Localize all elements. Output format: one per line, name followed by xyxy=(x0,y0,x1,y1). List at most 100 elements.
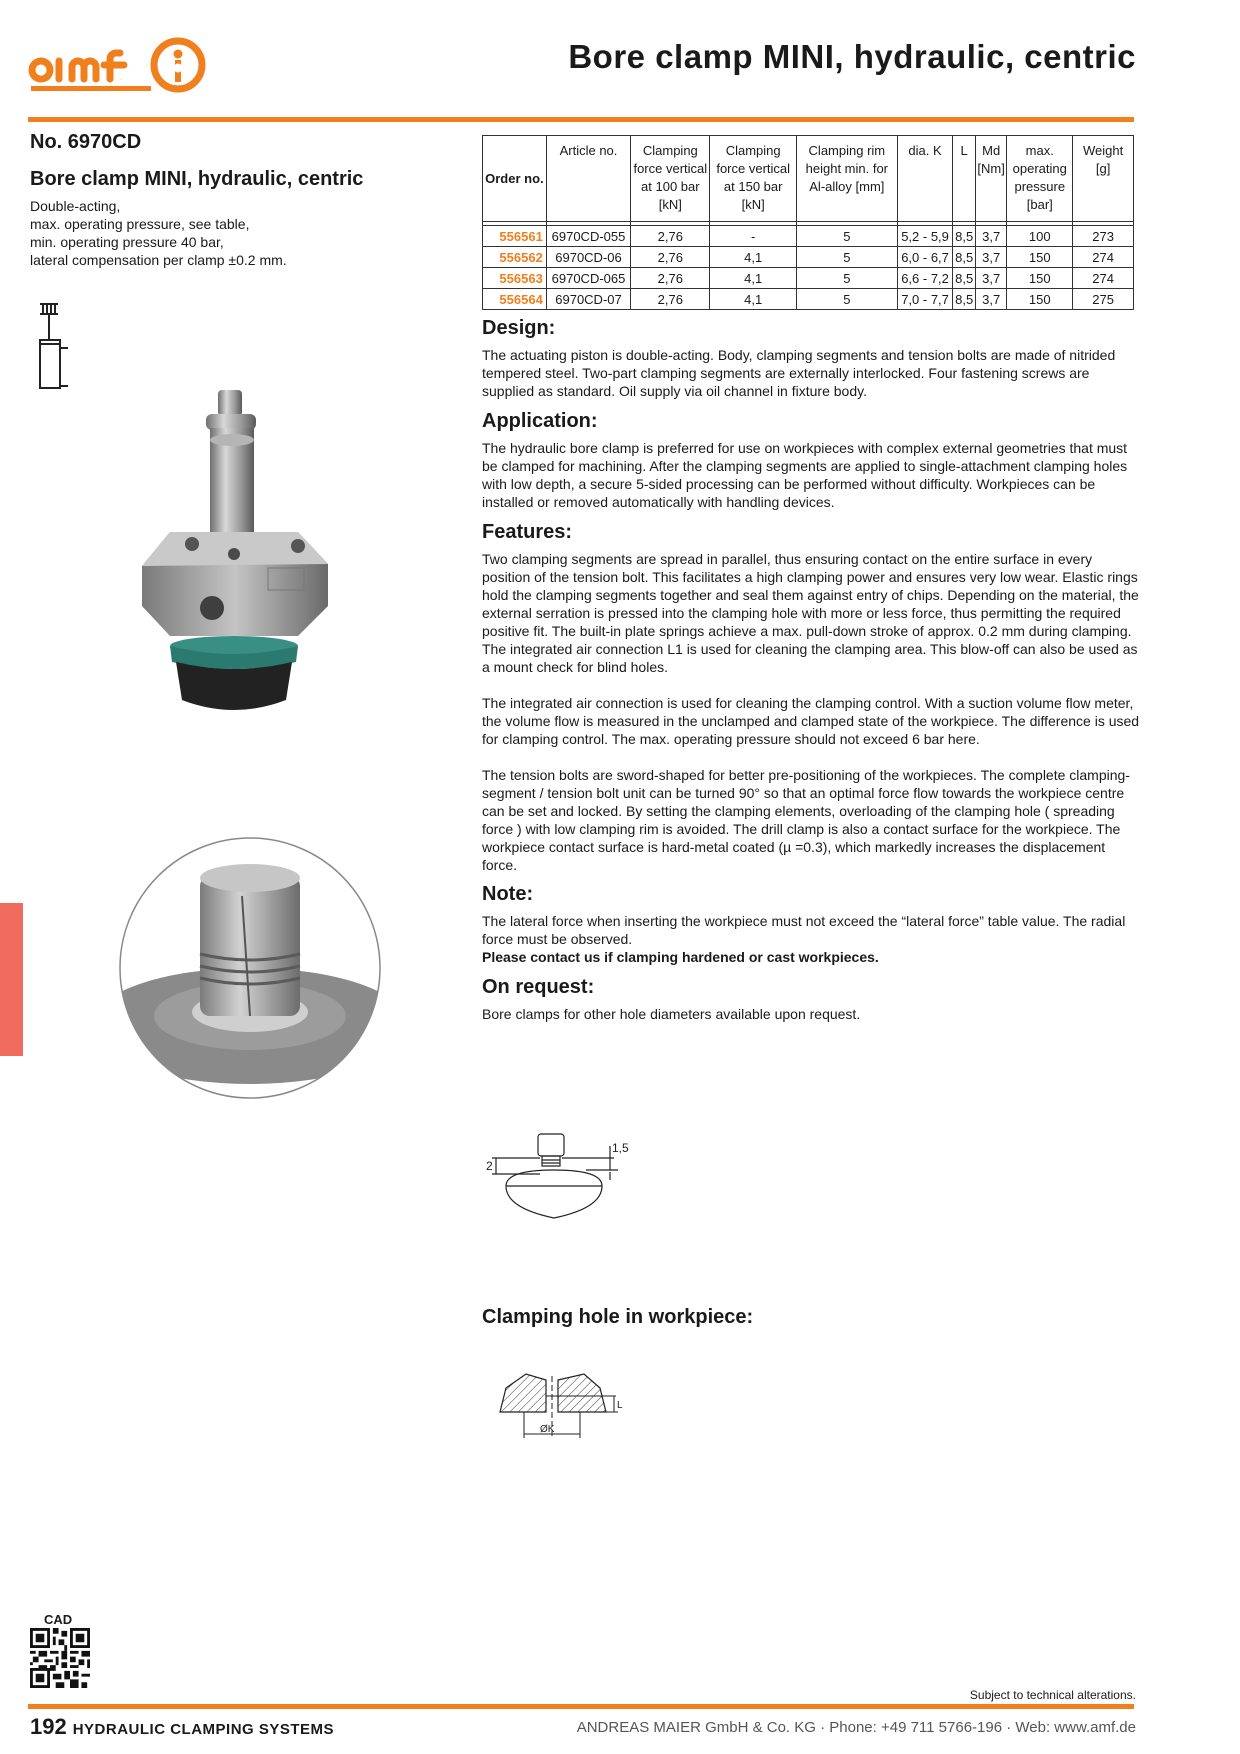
clamp100-cell: 2,76 xyxy=(630,225,711,247)
intro-line: lateral compensation per clamp ±0.2 mm. xyxy=(30,252,287,268)
intro-line: Double-acting, xyxy=(30,198,121,214)
article-cell: 6970CD-065 xyxy=(545,267,632,289)
order-number-link[interactable]: 556563 xyxy=(482,267,547,289)
cad-qr-code-icon[interactable] xyxy=(30,1628,90,1688)
article-cell: 6970CD-055 xyxy=(545,225,632,247)
col-order: Order no. xyxy=(482,135,547,222)
design-heading: Design: xyxy=(482,317,556,339)
clamp150-cell: - xyxy=(709,225,797,247)
md-cell: 3,7 xyxy=(974,246,1008,268)
l-cell: 8,5 xyxy=(952,288,976,310)
features-paragraph-1: Two clamping segments are spread in para… xyxy=(482,551,1139,675)
page-number: 192 xyxy=(30,1714,67,1739)
md-cell: 3,7 xyxy=(974,288,1008,310)
features-paragraph-2: The integrated air connection is used fo… xyxy=(482,695,1140,747)
product-name: Bore clamp MINI, hydraulic, centric xyxy=(30,168,364,190)
clamping-hole-heading: Clamping hole in workpiece: xyxy=(482,1306,754,1328)
dia-cell: 6,0 - 6,7 xyxy=(896,246,954,268)
table-row: 556564 6970CD-07 2,76 4,1 5 7,0 - 7,7 8,… xyxy=(482,288,1134,310)
dim-l-label: L xyxy=(617,1400,623,1411)
clamp100-cell: 2,76 xyxy=(630,246,711,268)
table-header-row: Order no. Article no. Clamping force ver… xyxy=(482,135,1134,222)
note-bold-text: Please contact us if clamping hardened o… xyxy=(482,949,879,965)
specification-table: Order no. Article no. Clamping force ver… xyxy=(482,135,1134,310)
col-md: Md [Nm] xyxy=(974,135,1008,222)
clamp-dimension-drawing: 2 1,5 xyxy=(486,1133,629,1219)
page-title: Bore clamp MINI, hydraulic, centric xyxy=(568,38,1136,75)
clamp150-cell: 4,1 xyxy=(709,246,797,268)
pressure-cell: 150 xyxy=(1006,267,1074,289)
dim-k-label: ØK xyxy=(540,1424,555,1435)
intro-line: max. operating pressure, see table, xyxy=(30,216,250,232)
footer-company-info: ANDREAS MAIER GmbH & Co. KG · Phone: +49… xyxy=(576,1719,1136,1736)
table-row: 556563 6970CD-065 2,76 4,1 5 6,6 - 7,2 8… xyxy=(482,267,1134,289)
chapter-tab xyxy=(0,903,23,1056)
col-rim-height: Clamping rim height min. for Al-alloy [m… xyxy=(795,135,898,222)
dim-1-5-label: 1,5 xyxy=(612,1141,629,1155)
note-heading: Note: xyxy=(482,883,534,905)
l-cell: 8,5 xyxy=(952,246,976,268)
weight-cell: 274 xyxy=(1072,267,1134,289)
alterations-note: Subject to technical alterations. xyxy=(969,1688,1136,1702)
clamp100-cell: 2,76 xyxy=(630,288,711,310)
weight-cell: 274 xyxy=(1072,246,1134,268)
col-pressure: max. operating pressure [bar] xyxy=(1006,135,1074,222)
clamp100-cell: 2,76 xyxy=(630,267,711,289)
rim-cell: 5 xyxy=(795,267,898,289)
design-text: The actuating piston is double-acting. B… xyxy=(482,347,1116,399)
footer-rule xyxy=(28,1704,1134,1709)
col-dia-k: dia. K xyxy=(896,135,954,222)
table-row: 556561 6970CD-055 2,76 - 5 5,2 - 5,9 8,5… xyxy=(482,225,1134,247)
dia-cell: 6,6 - 7,2 xyxy=(896,267,954,289)
svg-text:amf: amf xyxy=(120,79,123,81)
features-section: Features: Two clamping segments are spre… xyxy=(482,521,1144,874)
features-paragraph-3: The tension bolts are sword-shaped for b… xyxy=(482,767,1130,873)
product-photo xyxy=(142,390,328,710)
on-request-section: On request: Bore clamps for other hole d… xyxy=(482,976,1144,1023)
table-row: 556562 6970CD-06 2,76 4,1 5 6,0 - 6,7 8,… xyxy=(482,246,1134,268)
col-weight: Weight [g] xyxy=(1072,135,1134,222)
pressure-cell: 150 xyxy=(1006,288,1074,310)
rim-cell: 5 xyxy=(795,288,898,310)
design-section: Design: The actuating piston is double-a… xyxy=(482,317,1144,400)
on-request-text: Bore clamps for other hole diameters ava… xyxy=(482,1006,861,1022)
intro-line: min. operating pressure 40 bar, xyxy=(30,234,224,250)
cad-label: CAD xyxy=(44,1612,73,1627)
col-clamp-100: Clamping force vertical at 100 bar [kN] xyxy=(630,135,711,222)
order-number-link[interactable]: 556562 xyxy=(482,246,547,268)
clamp150-cell: 4,1 xyxy=(709,288,797,310)
application-heading: Application: xyxy=(482,410,598,432)
article-cell: 6970CD-06 xyxy=(545,246,632,268)
col-article: Article no. xyxy=(545,135,632,222)
md-cell: 3,7 xyxy=(974,267,1008,289)
col-l: L xyxy=(952,135,976,222)
weight-cell: 275 xyxy=(1072,288,1134,310)
footer-section-title: HYDRAULIC CLAMPING SYSTEMS xyxy=(72,1721,335,1738)
article-cell: 6970CD-07 xyxy=(545,288,632,310)
dia-cell: 7,0 - 7,7 xyxy=(896,288,954,310)
header-rule xyxy=(28,117,1134,122)
hydraulic-symbol-icon xyxy=(39,303,68,389)
order-number-link[interactable]: 556561 xyxy=(482,225,547,247)
l-cell: 8,5 xyxy=(952,225,976,247)
detail-magnified-photo xyxy=(119,837,381,1099)
pressure-cell: 100 xyxy=(1006,225,1074,247)
md-cell: 3,7 xyxy=(974,225,1008,247)
dia-cell: 5,2 - 5,9 xyxy=(896,225,954,247)
weight-cell: 273 xyxy=(1072,225,1134,247)
application-section: Application: The hydraulic bore clamp is… xyxy=(482,410,1144,511)
clamp150-cell: 4,1 xyxy=(709,267,797,289)
col-clamp-150: Clamping force vertical at 150 bar [kN] xyxy=(709,135,797,222)
product-intro: Double-acting, max. operating pressure, … xyxy=(30,197,287,269)
dim-2-label: 2 xyxy=(486,1159,493,1173)
clamping-hole-drawing: ØK L xyxy=(499,1373,623,1438)
application-text: The hydraulic bore clamp is preferred fo… xyxy=(482,440,1128,510)
rim-cell: 5 xyxy=(795,225,898,247)
footer-left: 192 HYDRAULIC CLAMPING SYSTEMS xyxy=(30,1714,334,1740)
on-request-heading: On request: xyxy=(482,976,595,998)
pressure-cell: 150 xyxy=(1006,246,1074,268)
product-number: No. 6970CD xyxy=(30,131,142,153)
features-heading: Features: xyxy=(482,521,573,543)
note-text: The lateral force when inserting the wor… xyxy=(482,913,1126,947)
order-number-link[interactable]: 556564 xyxy=(482,288,547,310)
